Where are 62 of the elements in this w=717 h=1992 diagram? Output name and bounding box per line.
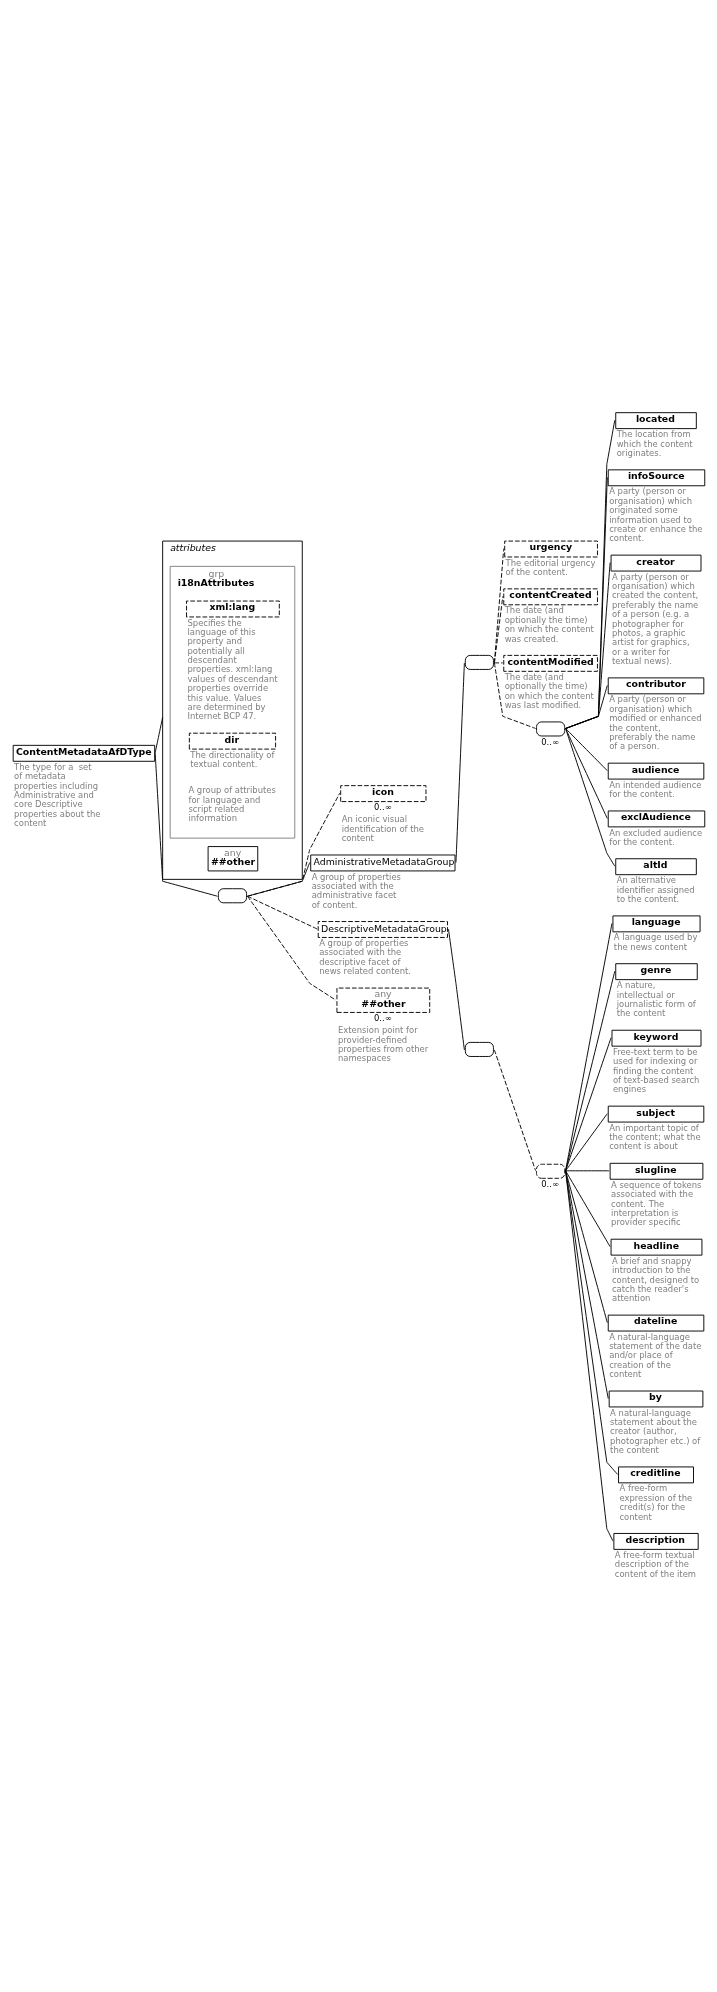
node-label: Extension point for provider-defined properties from other namespaces — [337, 1024, 429, 1063]
connector — [565, 1169, 614, 1541]
connector — [448, 928, 465, 1050]
node-label: A party (person or organisation) which originated some information used to create or enhance the content. — [609, 485, 703, 543]
node-label: 0..∞ — [373, 1012, 392, 1023]
connector — [565, 1169, 608, 1323]
connector — [565, 561, 611, 729]
node-label: The directionality of textual content. — [190, 749, 275, 769]
connector — [565, 1169, 609, 1399]
node-label: A natural-language statement about the creator (author, photographer etc.) of the content — [610, 1407, 701, 1455]
node-label: An excluded audience for the content. — [609, 827, 703, 847]
node-label: The editorial urgency of the content. — [505, 557, 596, 577]
connector — [455, 661, 465, 863]
node-label: A group of attributes for language and script related information — [188, 784, 276, 823]
node-label: A free-form textual description of the content of the item — [614, 1549, 697, 1579]
node-label: The date (and optionally the time) on which the content was last modified. — [504, 671, 594, 710]
connector — [565, 1112, 608, 1171]
connector — [565, 922, 613, 1171]
connector — [565, 419, 616, 729]
connector — [493, 1048, 537, 1171]
connector — [565, 727, 608, 771]
node-label: A group of properties associated with the descriptive facet of news related content. — [319, 937, 411, 976]
node-label: Specifies the language of this property and potentially all descendant properties. xml:lang values of descendant properties override this value. Values are determined by Internet BCP 47. — [187, 617, 278, 721]
node-label: An intended audience for the content. — [609, 779, 702, 799]
node-label: A natural-language statement of the date and/or place of creation of the content — [609, 1331, 702, 1379]
connector — [247, 895, 318, 929]
connector — [493, 661, 504, 663]
connector — [493, 547, 505, 663]
node-label: A language used by the news content — [613, 931, 698, 952]
connector — [565, 1169, 619, 1475]
connector — [247, 895, 337, 1001]
connector — [565, 1169, 611, 1247]
node-label: An alternative identifier assigned to the content. — [616, 874, 695, 904]
node-label: Free-text term to be used for indexing or finding the content of text-based search engines — [612, 1046, 700, 1094]
connector — [565, 727, 608, 819]
node-label: The type for a set of metadata properties including Administrative and core Descriptive properties about the content — [14, 761, 101, 828]
connector — [565, 684, 608, 729]
node-label: A group of properties associated with the administrative facet of content. — [311, 871, 401, 910]
node-label: A party (person or organisation) which created the content, preferably the name of a person (e.g. a photographer for photos, a graphic artist for graphics, or a writer for textual news). — [611, 571, 699, 666]
node-label: A party (person or organisation) which modified or enhanced the content, preferably the name of a person. — [609, 693, 702, 751]
node-label: The location from which the content originates. — [616, 428, 693, 458]
node-label: The date (and optionally the time) on which the content was created. — [504, 604, 594, 644]
connector — [565, 727, 616, 867]
connector — [493, 595, 504, 663]
connector — [154, 751, 218, 897]
node-label: An important topic of the content; what the content is about — [609, 1122, 701, 1151]
node-label: 0..∞ — [541, 1178, 559, 1189]
node-label: A sequence of tokens associated with the content. The interpretation is provider specific — [611, 1179, 702, 1227]
connector — [154, 716, 164, 753]
node-label: 0..∞ — [541, 736, 559, 747]
connector — [565, 476, 608, 729]
connector — [493, 661, 537, 729]
connector — [565, 970, 616, 1171]
node-label: A brief and snappy introduction to the content, designed to catch the reader's attention — [611, 1255, 700, 1303]
connector — [565, 1036, 612, 1171]
node-label: A nature, intellectual or journalistic form of the content — [616, 979, 696, 1018]
node-label: 0..∞ — [373, 801, 392, 812]
connector — [247, 792, 341, 897]
node-label: An iconic visual identification of the content — [341, 813, 425, 843]
node-label: A free-form expression of the credit(s) for the content — [619, 1482, 693, 1522]
connector — [565, 1169, 610, 1171]
connector — [247, 861, 311, 897]
